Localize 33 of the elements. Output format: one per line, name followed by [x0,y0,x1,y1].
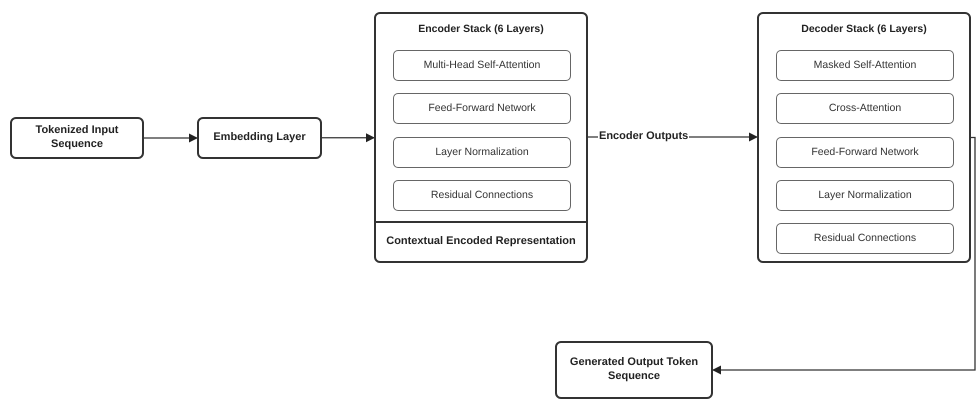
layer-box [776,93,954,124]
stack-title: Decoder Stack (6 Layers) [801,23,927,36]
box-label: Contextual Encoded Representation [386,235,576,249]
box-label: Residual Connections [814,232,916,246]
box-label: Embedding Layer [213,131,306,145]
box-label: Masked Self-Attention [814,58,916,72]
layer-box [776,50,954,81]
arrow [712,136,976,375]
box-label: Layer Normalization [818,188,912,202]
layer-box [393,93,571,124]
box-label: Residual Connections [430,188,534,202]
box-label: Layer Normalization [435,146,529,160]
stack-container [757,12,971,263]
box-label: Cross-Attention [828,102,902,116]
box-label: Feed-Forward Network [811,146,919,160]
process-box [555,341,713,399]
box-label: Feed-Forward Network [428,102,536,116]
layer-box [776,223,954,254]
layer-box [776,180,954,211]
stack-container [374,12,588,263]
process-box [197,117,322,159]
layer-box [393,50,571,81]
stack-title: Encoder Stack (6 Layers) [418,23,544,36]
edge-label: Encoder Outputs [598,130,690,142]
process-box [10,117,144,159]
arrow [144,133,198,143]
box-label: Generated Output Token Sequence [568,356,700,384]
layer-box [776,137,954,168]
box-label: Multi-Head Self-Attention [424,58,540,72]
layer-box [393,180,571,211]
arrow [322,133,375,142]
box-label: Tokenized Input Sequence [34,124,120,152]
layer-box [393,137,571,168]
